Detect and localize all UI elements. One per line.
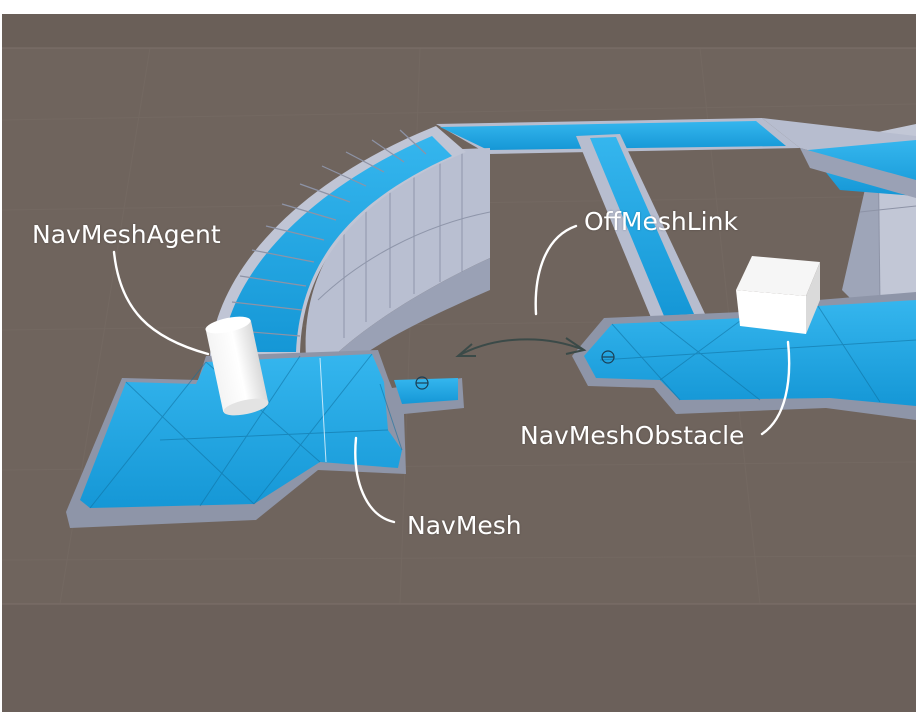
agent-cylinder bbox=[205, 316, 269, 416]
offmeshlink-label: OffMeshLink bbox=[584, 207, 738, 236]
right-platform bbox=[572, 292, 916, 420]
navmeshagent-label: NavMeshAgent bbox=[32, 220, 221, 249]
mesh-leader bbox=[354, 436, 396, 524]
obstacle-cube bbox=[736, 256, 820, 334]
staircase bbox=[210, 126, 466, 358]
off-mesh-link-arrow bbox=[455, 337, 587, 357]
link-leader bbox=[534, 224, 578, 316]
stair-wall bbox=[305, 148, 491, 370]
obstacle-leader bbox=[760, 340, 791, 436]
left-platform bbox=[66, 350, 464, 528]
top-band bbox=[2, 14, 916, 48]
right-walkway bbox=[576, 134, 706, 320]
bottom-band bbox=[2, 604, 916, 712]
leader-lines bbox=[112, 224, 791, 524]
navmeshobstacle-label: NavMeshObstacle bbox=[520, 421, 745, 450]
agent-leader bbox=[112, 250, 210, 356]
navmesh-label: NavMesh bbox=[407, 511, 522, 540]
